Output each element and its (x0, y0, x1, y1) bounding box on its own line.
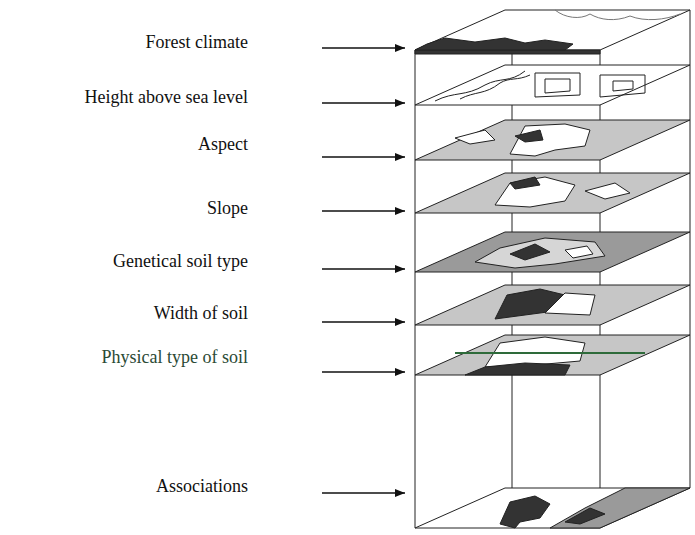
contour-layer (415, 65, 690, 105)
layer-label: Genetical soil type (113, 251, 248, 271)
genetic-soil-layer (415, 232, 690, 272)
soil-width-layer (415, 285, 690, 325)
aspect-layer (415, 120, 690, 160)
associations-layer (415, 488, 690, 528)
layer-label: Slope (207, 198, 248, 218)
pointer-arrows (322, 48, 405, 493)
physical-soil-layer (415, 335, 690, 375)
frame-lines (415, 10, 690, 528)
layer-label: Aspect (198, 134, 248, 154)
slope-layer (415, 173, 690, 213)
climate-layer (415, 10, 690, 54)
layer-label: Width of soil (154, 303, 248, 323)
layer-label: Height above sea level (85, 87, 248, 107)
layer-label: Physical type of soil (102, 347, 249, 367)
layer-label: Associations (156, 476, 248, 496)
layer-label: Forest climate (146, 32, 248, 52)
